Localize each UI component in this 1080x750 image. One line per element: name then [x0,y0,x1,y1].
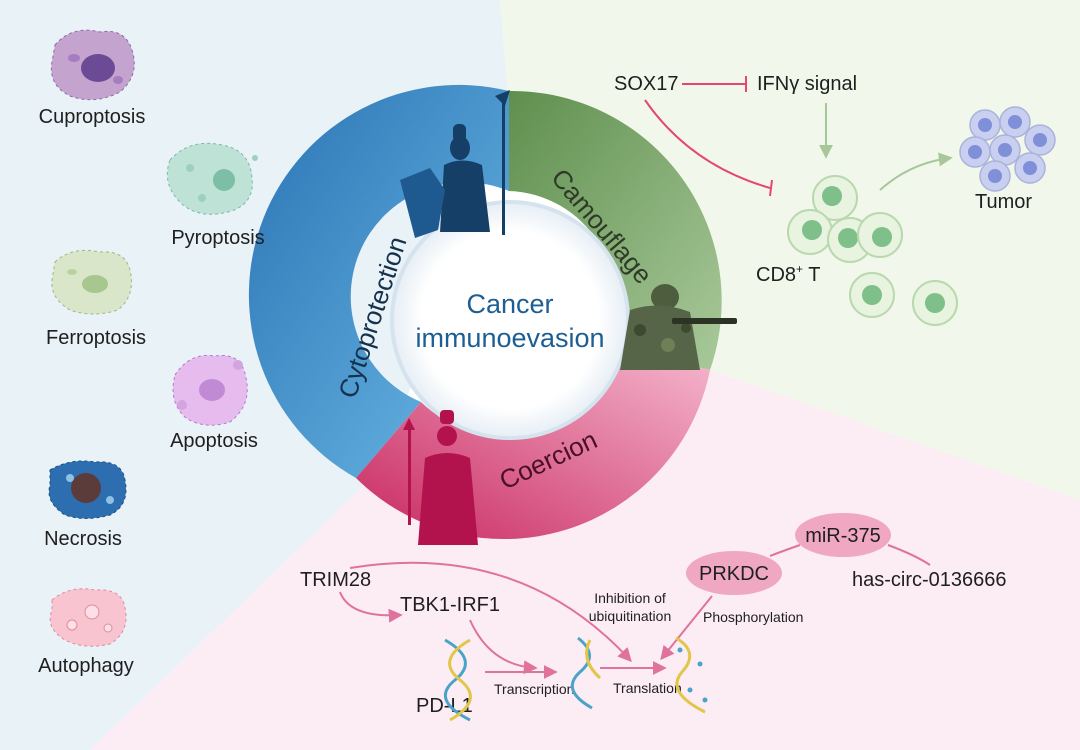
transcription-label: Transcription [494,681,574,697]
dna-helix-icon [444,638,472,722]
autophagy-cell-icon [49,588,127,647]
necrosis-label: Necrosis [44,528,122,550]
autophagy-label: Autophagy [38,655,134,677]
bottom-background [90,370,1080,750]
sox17-cd8-inhibit-bar [769,179,773,197]
tbk1-transcription-arrow [469,619,538,675]
pyroptosis-label: Pyroptosis [171,227,264,249]
pdl1-label: PD-L1 [416,695,473,717]
cuproptosis-label: Cuproptosis [39,106,146,128]
circ-mir375-link [887,544,931,566]
apoptosis-cell-icon [172,354,248,426]
inhibition-label-line1: Inhibition of [594,590,666,606]
right-background [500,0,1080,500]
mir375-label: miR-375 [805,525,881,547]
trim28-label: TRIM28 [300,569,371,591]
center-title-line1: Cancer [466,289,553,319]
tumor-label: Tumor [975,191,1032,213]
protein-icon [675,636,708,714]
cd8-tumor-arrow [879,152,953,191]
necrosis-cell-icon [48,460,127,519]
mir375-node [795,513,891,557]
prkdc-translation-arrow [660,595,713,661]
inhibition-label-line2: ubiquitination [589,608,672,624]
pyroptosis-cell-icon [166,142,258,215]
ferroptosis-label: Ferroptosis [46,327,146,349]
apoptosis-label: Apoptosis [170,430,258,452]
mir375-prkdc-link [769,544,801,557]
prkdc-node [686,551,782,595]
sox17-cd8-inhibit-curve [644,99,771,189]
tumor-cluster-icon [959,106,1056,192]
mrna-icon [570,636,602,710]
trim28-translation-arrow [349,561,632,663]
ferroptosis-cell-icon [51,249,132,315]
cd8-t-label: CD8+ T [756,262,820,286]
prkdc-label: PRKDC [699,563,769,585]
knight-figure [400,90,510,238]
soldier-figure [620,284,737,370]
circ-label: has-circ-0136666 [852,569,1007,591]
trim28-tbk1-arrow [339,591,403,623]
cuproptosis-cell-icon [50,29,135,101]
cd8-t-cells [787,175,958,326]
ifn-signal-label: IFNγ signal [757,73,857,95]
center-title-line2: immunoevasion [415,323,604,353]
tbk1-irf1-label: TBK1-IRF1 [400,594,500,616]
translation-label: Translation [613,680,682,696]
center-disk [390,200,630,440]
sox17-label: SOX17 [614,73,678,95]
phosphorylation-label: Phosphorylation [703,609,803,625]
warrior-figure [403,410,478,545]
